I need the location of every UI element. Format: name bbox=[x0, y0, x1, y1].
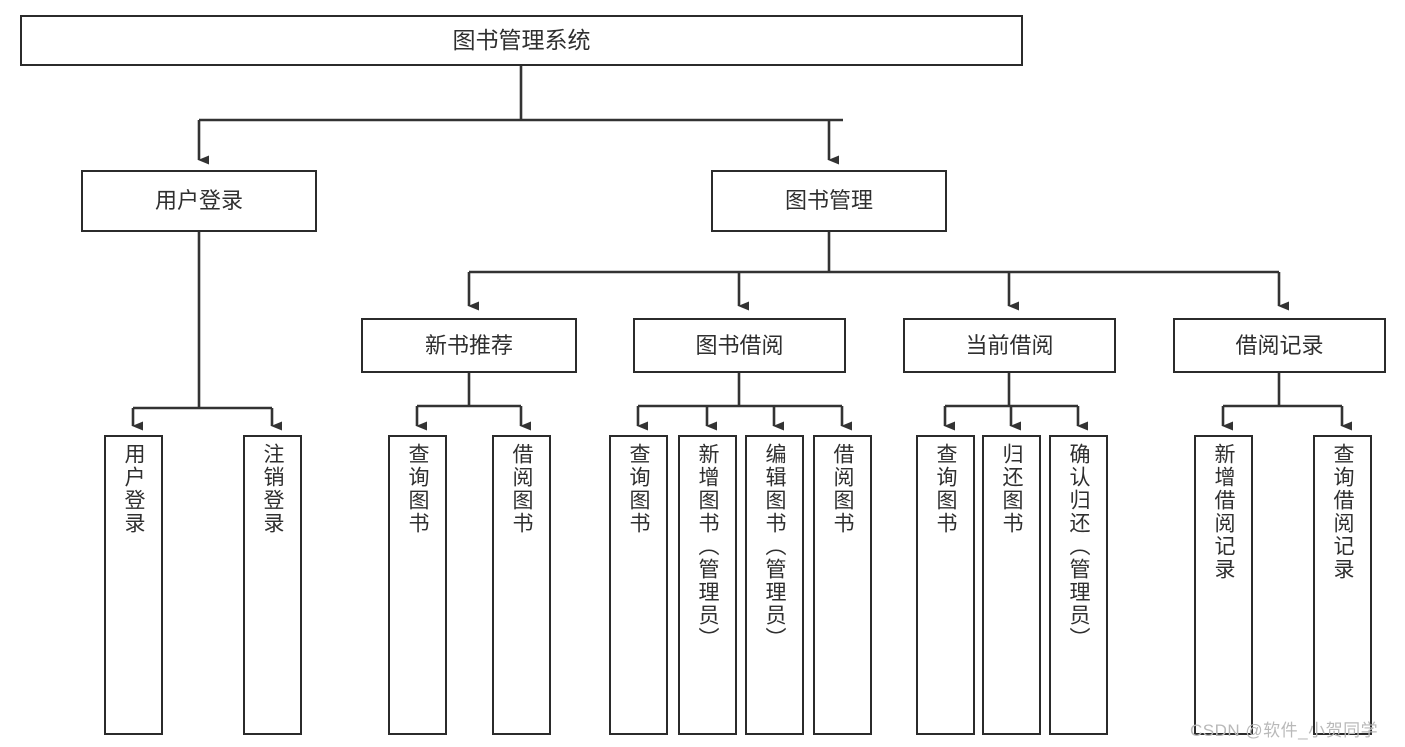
node-borrow-record[interactable]: 借阅记录 bbox=[1173, 318, 1386, 373]
node-label: 编辑图书（管理员） bbox=[763, 443, 786, 650]
node-book-management[interactable]: 图书管理 bbox=[711, 170, 947, 232]
node-label: 用户登录 bbox=[122, 443, 145, 535]
leaf-current-confirm-return-admin[interactable]: 确认归还（管理员） bbox=[1049, 435, 1108, 735]
node-label: 查询图书 bbox=[627, 443, 650, 535]
leaf-borrow-edit-book-admin[interactable]: 编辑图书（管理员） bbox=[745, 435, 804, 735]
leaf-user-login-login[interactable]: 用户登录 bbox=[104, 435, 163, 735]
leaf-borrow-borrow-book[interactable]: 借阅图书 bbox=[813, 435, 872, 735]
leaf-current-query-book[interactable]: 查询图书 bbox=[916, 435, 975, 735]
node-label: 当前借阅 bbox=[965, 332, 1054, 358]
node-label: 图书管理 bbox=[784, 188, 873, 214]
leaf-borrow-query-book[interactable]: 查询图书 bbox=[609, 435, 668, 735]
leaf-record-add-record[interactable]: 新增借阅记录 bbox=[1194, 435, 1253, 735]
node-label: 借阅记录 bbox=[1235, 332, 1324, 358]
node-current-borrow[interactable]: 当前借阅 bbox=[903, 318, 1116, 373]
node-label: 查询图书 bbox=[934, 443, 957, 535]
node-label: 新增借阅记录 bbox=[1212, 443, 1235, 581]
node-label: 确认归还（管理员） bbox=[1067, 443, 1090, 650]
leaf-recommend-query-book[interactable]: 查询图书 bbox=[388, 435, 447, 735]
node-label: 新书推荐 bbox=[424, 332, 513, 358]
node-label: 查询借阅记录 bbox=[1331, 443, 1354, 581]
node-new-book-recommend[interactable]: 新书推荐 bbox=[361, 318, 577, 373]
leaf-recommend-borrow-book[interactable]: 借阅图书 bbox=[492, 435, 551, 735]
node-label: 借阅图书 bbox=[510, 443, 533, 535]
node-book-borrow[interactable]: 图书借阅 bbox=[633, 318, 846, 373]
node-label: 查询图书 bbox=[406, 443, 429, 535]
node-label: 借阅图书 bbox=[831, 443, 854, 535]
node-label: 注销登录 bbox=[261, 443, 284, 535]
leaf-borrow-add-book-admin[interactable]: 新增图书（管理员） bbox=[678, 435, 737, 735]
node-root-system[interactable]: 图书管理系统 bbox=[20, 15, 1023, 66]
node-label: 图书借阅 bbox=[695, 332, 784, 358]
leaf-user-login-logout[interactable]: 注销登录 bbox=[243, 435, 302, 735]
node-label: 归还图书 bbox=[1000, 443, 1023, 535]
leaf-current-return-book[interactable]: 归还图书 bbox=[982, 435, 1041, 735]
node-label: 图书管理系统 bbox=[452, 26, 591, 53]
node-label: 用户登录 bbox=[154, 188, 243, 214]
node-user-login[interactable]: 用户登录 bbox=[81, 170, 317, 232]
node-label: 新增图书（管理员） bbox=[696, 443, 719, 650]
leaf-record-query-record[interactable]: 查询借阅记录 bbox=[1313, 435, 1372, 735]
watermark-text: CSDN @软件_小贺同学 bbox=[1190, 721, 1379, 740]
